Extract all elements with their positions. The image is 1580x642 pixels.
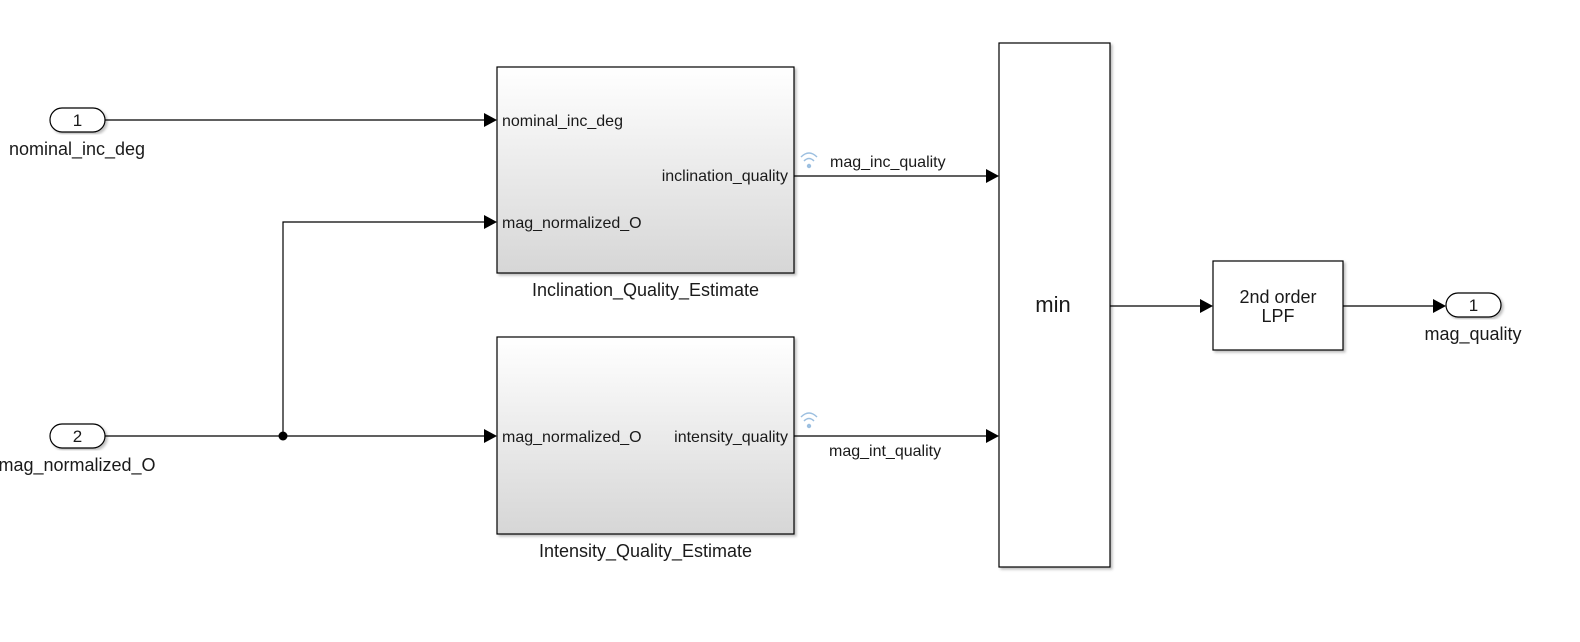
- inport-2-number: 2: [73, 427, 82, 446]
- input-port-label: nominal_inc_deg: [502, 113, 623, 130]
- signal-label-mag-int-quality: mag_int_quality: [829, 443, 941, 460]
- lpf-label-line2: LPF: [1261, 306, 1294, 326]
- output-port-label: inclination_quality: [662, 168, 788, 185]
- signal-logging-icon[interactable]: [800, 152, 818, 169]
- subsystem-intensity-quality-estimate[interactable]: mag_normalized_O intensity_quality: [496, 336, 795, 535]
- lpf-label-line1: 2nd order: [1239, 287, 1316, 307]
- branch-point: [278, 431, 288, 441]
- outport-1[interactable]: 1: [1445, 292, 1502, 318]
- inport-1[interactable]: 1: [49, 107, 106, 133]
- input-port-label: mag_normalized_O: [502, 215, 642, 232]
- input-port-label: mag_normalized_O: [502, 429, 642, 446]
- outport-1-label: mag_quality: [1424, 324, 1521, 345]
- arrow-head: [484, 429, 497, 443]
- subsystem-name: Inclination_Quality_Estimate: [532, 280, 759, 301]
- min-label: min: [1035, 292, 1070, 317]
- arrow-head: [1200, 299, 1213, 313]
- arrow-head: [484, 215, 497, 229]
- inport-2[interactable]: 2: [49, 423, 106, 449]
- signal-label-mag-inc-quality: mag_inc_quality: [830, 154, 946, 171]
- min-block[interactable]: min: [998, 42, 1111, 568]
- arrow-head: [484, 113, 497, 127]
- wire-branch-to-inclination[interactable]: [282, 221, 484, 436]
- subsystem-inclination-quality-estimate[interactable]: nominal_inc_deg mag_normalized_O inclina…: [496, 66, 795, 274]
- subsystem-name: Intensity_Quality_Estimate: [539, 541, 752, 562]
- signal-logging-icon[interactable]: [800, 412, 818, 429]
- inport-1-label: nominal_inc_deg: [9, 139, 145, 160]
- output-port-label: intensity_quality: [674, 429, 788, 446]
- inport-2-label: mag_normalized_O: [0, 455, 156, 476]
- arrow-head: [1433, 299, 1446, 313]
- inport-1-number: 1: [73, 111, 82, 130]
- lpf-block[interactable]: 2nd order LPF: [1212, 260, 1344, 351]
- arrow-head: [986, 429, 999, 443]
- outport-1-number: 1: [1469, 296, 1478, 315]
- arrow-head: [986, 169, 999, 183]
